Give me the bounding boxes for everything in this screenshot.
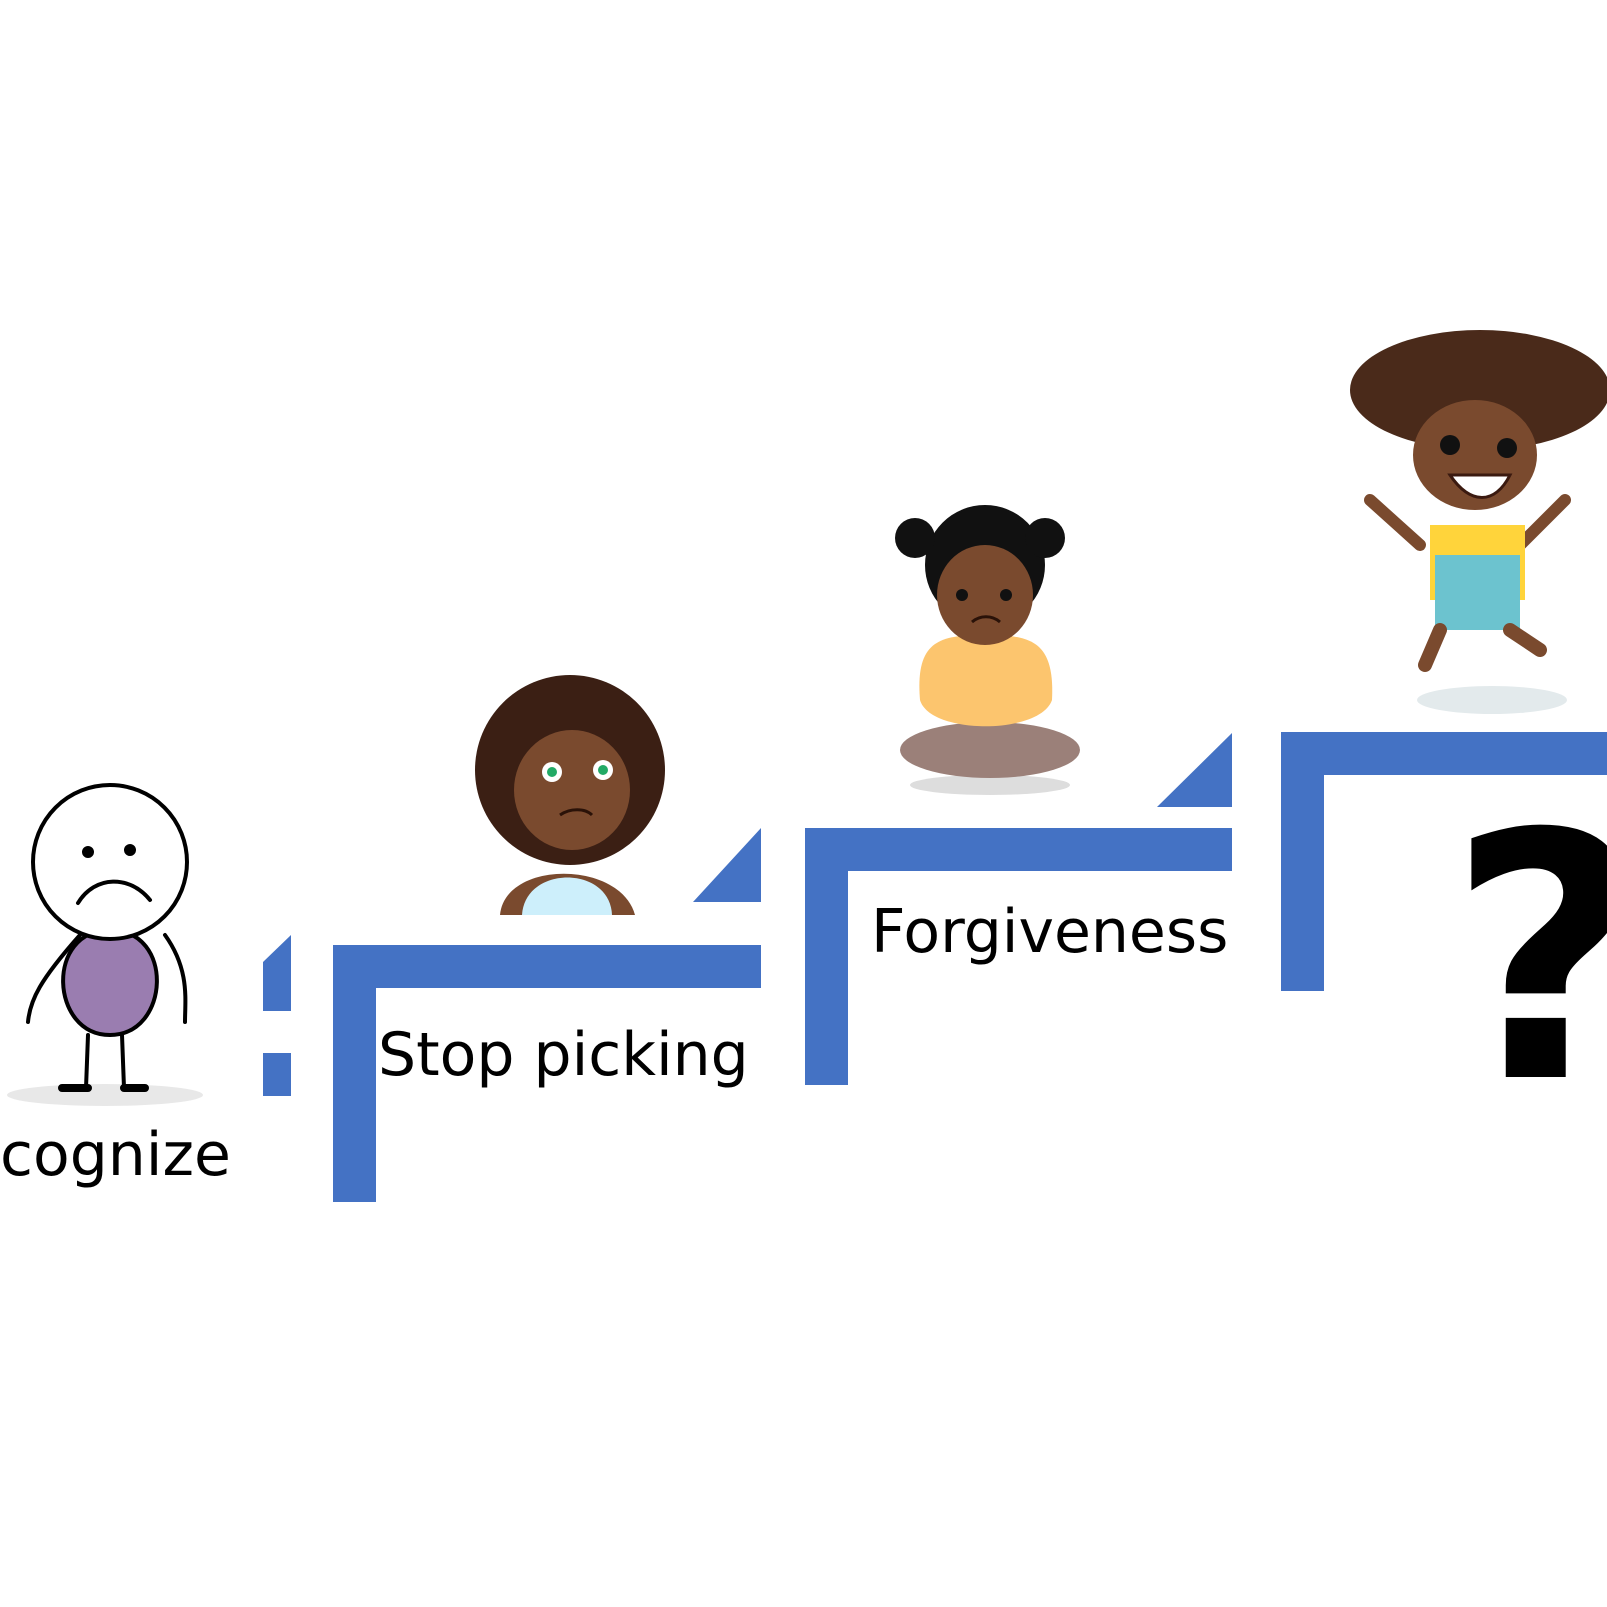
sad-sitting-girl-illustration xyxy=(895,505,1080,795)
step-label-stop-picking: Stop picking xyxy=(378,1020,749,1090)
step-1-bracket xyxy=(333,945,761,1202)
step-2-bracket xyxy=(805,828,1232,1085)
partial-step-piece xyxy=(263,935,291,1011)
partial-step-piece xyxy=(263,1053,291,1096)
step-1-triangle xyxy=(693,828,761,902)
step-label-unknown: ? xyxy=(1448,790,1607,1130)
sad-stick-figure xyxy=(7,783,203,1106)
step-3-bracket xyxy=(1281,732,1607,991)
happy-jumping-girl-illustration xyxy=(1350,330,1607,714)
step-label-forgiveness: Forgiveness xyxy=(871,897,1229,967)
crying-girl-illustration xyxy=(475,675,665,915)
step-2-triangle xyxy=(1157,733,1232,807)
step-label-recognize: cognize xyxy=(0,1120,231,1190)
